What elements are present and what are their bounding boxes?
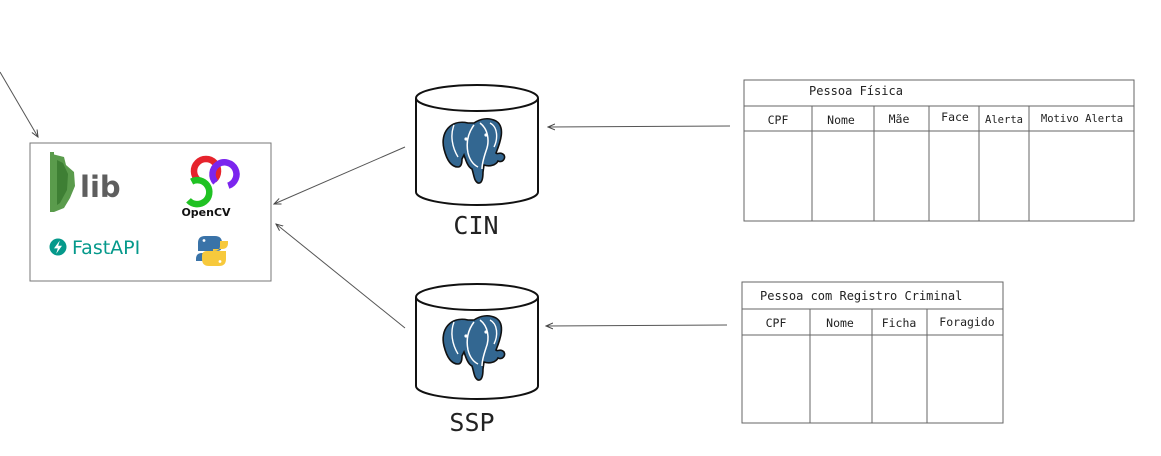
column-header-nome: Nome <box>827 113 855 127</box>
table-title: Pessoa Física <box>809 84 903 98</box>
column-header-mae: Mãe <box>889 112 910 126</box>
pessoa-fisica-to-cin-arrow <box>548 126 731 127</box>
pessoa-fisica-table: Pessoa Física CPF Nome Mãe Face Alerta M… <box>743 79 1135 222</box>
opencv-logo: OpenCV <box>181 155 240 219</box>
table-title: Pessoa com Registro Criminal <box>760 289 962 303</box>
ssp-database: SSP <box>415 283 539 437</box>
ssp-to-stack-arrow <box>276 224 406 329</box>
incoming-arrow <box>0 71 38 137</box>
registro-criminal-table: Pessoa com Registro Criminal CPF Nome Fi… <box>741 281 1004 424</box>
postgresql-icon <box>442 118 506 184</box>
registro-criminal-to-ssp-arrow <box>546 325 728 326</box>
column-header-face: Face <box>941 110 969 124</box>
column-header-foragido: Foragido <box>939 315 994 329</box>
tech-stack-box: lib OpenCV FastAPI <box>29 142 272 282</box>
dlib-logo: lib <box>50 152 121 212</box>
column-header-cpf: CPF <box>768 113 789 127</box>
dlib-wordmark: lib <box>80 170 121 204</box>
cin-label: CIN <box>453 211 498 240</box>
column-header-cpf: CPF <box>766 316 787 330</box>
fastapi-logo: FastAPI <box>49 237 140 259</box>
column-header-nome: Nome <box>826 316 854 330</box>
column-header-ficha: Ficha <box>882 316 917 330</box>
ssp-label: SSP <box>449 408 494 437</box>
cin-database: CIN <box>415 84 539 240</box>
python-logo <box>196 236 228 266</box>
column-header-motivo-alerta: Motivo Alerta <box>1041 113 1123 125</box>
cin-to-stack-arrow <box>274 146 406 204</box>
fastapi-wordmark: FastAPI <box>72 237 140 259</box>
opencv-wordmark: OpenCV <box>181 206 231 219</box>
column-header-alerta: Alerta <box>985 114 1023 126</box>
postgresql-icon <box>442 315 506 381</box>
